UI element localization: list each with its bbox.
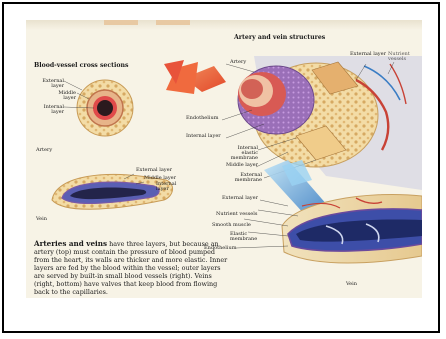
- label-smooth-muscle: Smooth muscle: [212, 223, 251, 228]
- page-title: Artery and vein structures: [234, 34, 325, 41]
- book-page: Artery and vein structures Blood-vessel …: [26, 20, 422, 298]
- label-vein-internal-layer: Internal layer: [156, 182, 178, 192]
- label-internal-elastic-membrane: Internal elastic membrane: [222, 146, 258, 161]
- artery-3d-cutaway: [222, 56, 422, 190]
- label-internal-layer: Internal layer: [42, 105, 64, 115]
- label-vein-small: Vein: [36, 217, 47, 222]
- vein-3d-cutaway: [236, 194, 422, 263]
- label-artery-3d: Artery: [230, 60, 246, 65]
- label-endothelium: Endothelium: [186, 116, 218, 121]
- body-text: have three layers, but because an artery…: [34, 240, 227, 296]
- label-internal-layer-3d: Internal layer: [186, 134, 221, 139]
- label-external-layer-vein: External layer: [222, 196, 258, 201]
- body-lead: Arteries and veins: [34, 239, 107, 248]
- label-elastic-membrane: Elastic membrane: [230, 232, 252, 242]
- label-artery-small: Artery: [36, 148, 52, 153]
- label-middle-layer: Middle layer: [54, 91, 76, 101]
- artery-flow-arrow: [164, 60, 226, 94]
- label-external-layer-3d: External layer: [350, 52, 386, 57]
- cross-sections-heading: Blood-vessel cross sections: [34, 62, 128, 69]
- body-paragraph: Arteries and veins have three layers, bu…: [34, 240, 229, 296]
- label-external-layer: External layer: [42, 79, 64, 89]
- label-external-membrane: External membrane: [226, 173, 262, 183]
- image-frame: Artery and vein structures Blood-vessel …: [2, 2, 440, 333]
- label-nutrient-vessels: Nutrient vessels: [388, 52, 418, 62]
- label-nutrient-vessels-vein: Nutrient vessels: [216, 212, 257, 217]
- label-vein-3d: Vein: [346, 282, 357, 287]
- label-vein-external-layer: External layer: [136, 168, 172, 173]
- label-middle-layer-3d: Middle layer: [226, 163, 258, 168]
- artery-cross-section: [64, 80, 133, 136]
